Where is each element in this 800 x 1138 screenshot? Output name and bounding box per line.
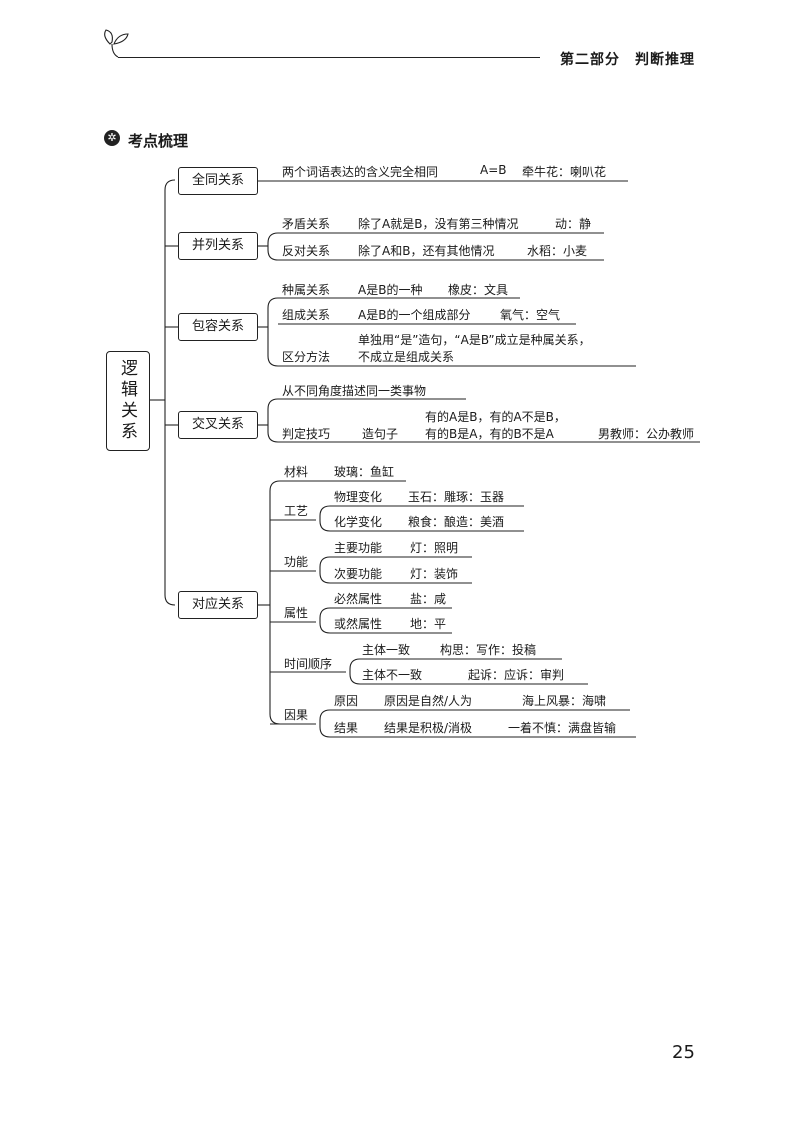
header-rule	[118, 57, 540, 58]
secondary-function-label: 次要功能	[334, 567, 383, 581]
genus-example: 橡皮：文具	[448, 283, 509, 297]
opposition-label: 反对关系	[282, 244, 331, 258]
identical-formula: A=B	[480, 163, 507, 177]
component-definition: A是B的一个组成部分	[358, 308, 471, 322]
contradiction-definition: 除了A就是B，没有第三种情况	[358, 217, 519, 231]
effect-definition: 结果是积极/消极	[384, 721, 473, 735]
cross-technique-method: 造句子	[362, 427, 399, 441]
contradiction-label: 矛盾关系	[282, 217, 331, 231]
component-example: 氧气：空气	[500, 308, 561, 322]
possible-attribute-example: 地：平	[410, 617, 447, 631]
effect-example: 一着不慎：满盘皆输	[508, 721, 617, 735]
physical-change-example: 玉石：雕琢：玉器	[408, 490, 505, 504]
identical-definition: 两个词语表达的含义完全相同	[282, 165, 439, 179]
physical-change-label: 物理变化	[334, 490, 383, 504]
secondary-function-example: 灯：装饰	[410, 567, 459, 581]
component-label: 组成关系	[282, 308, 331, 322]
necessary-attribute-example: 盐：咸	[410, 592, 447, 606]
cross-technique-label: 判定技巧	[282, 427, 331, 441]
different-subject-label: 主体不一致	[362, 668, 423, 682]
distinguish-line2: 不成立是组成关系	[358, 350, 455, 364]
attribute-label: 属性	[284, 606, 309, 620]
main-function-example: 灯：照明	[410, 541, 459, 555]
same-subject-example: 构思：写作：投稿	[440, 643, 537, 657]
identical-example: 牵牛花：喇叭花	[522, 165, 607, 179]
genus-definition: A是B的一种	[358, 283, 423, 297]
craft-label: 工艺	[284, 504, 309, 518]
time-order-label: 时间顺序	[284, 657, 333, 671]
material-label: 材料	[284, 465, 309, 479]
contradiction-example: 动：静	[555, 217, 592, 231]
same-subject-label: 主体一致	[362, 643, 411, 657]
cross-technique-line1: 有的A是B，有的A不是B，	[425, 410, 566, 424]
material-example: 玻璃：鱼缸	[334, 465, 395, 479]
branch-identical: 全同关系	[178, 167, 258, 195]
main-function-label: 主要功能	[334, 541, 383, 555]
branch-cross: 交叉关系	[178, 411, 258, 439]
function-label: 功能	[284, 555, 309, 569]
possible-attribute-label: 或然属性	[334, 617, 383, 631]
cross-definition: 从不同角度描述同一类事物	[282, 384, 427, 398]
chemical-change-example: 粮食：酿造：美酒	[408, 515, 505, 529]
cross-example: 男教师：公办教师	[598, 427, 695, 441]
distinguish-label: 区分方法	[282, 350, 331, 364]
cause-effect-label: 因果	[284, 708, 309, 722]
cause-definition: 原因是自然/人为	[384, 694, 473, 708]
branch-parallel: 并列关系	[178, 232, 258, 260]
opposition-example: 水稻：小麦	[527, 244, 588, 258]
gear-icon: ✲	[104, 130, 120, 146]
cross-technique-line2: 有的B是A，有的B不是A	[425, 427, 554, 441]
header-title: 第二部分 判断推理	[560, 52, 695, 68]
necessary-attribute-label: 必然属性	[334, 592, 383, 606]
chemical-change-label: 化学变化	[334, 515, 383, 529]
distinguish-line1: 单独用“是”造句，“A是B”成立是种属关系，	[358, 333, 591, 347]
genus-label: 种属关系	[282, 283, 331, 297]
different-subject-example: 起诉：应诉：审判	[468, 668, 565, 682]
opposition-definition: 除了A和B，还有其他情况	[358, 244, 495, 258]
root-node: 逻辑关系	[106, 351, 150, 451]
page-number: 25	[672, 1042, 695, 1063]
branch-correspondence: 对应关系	[178, 591, 258, 619]
effect-label: 结果	[334, 721, 359, 735]
section-title: 考点梳理	[128, 132, 189, 150]
cause-example: 海上风暴：海啸	[522, 694, 607, 708]
branch-inclusion: 包容关系	[178, 313, 258, 341]
cause-label: 原因	[334, 694, 359, 708]
